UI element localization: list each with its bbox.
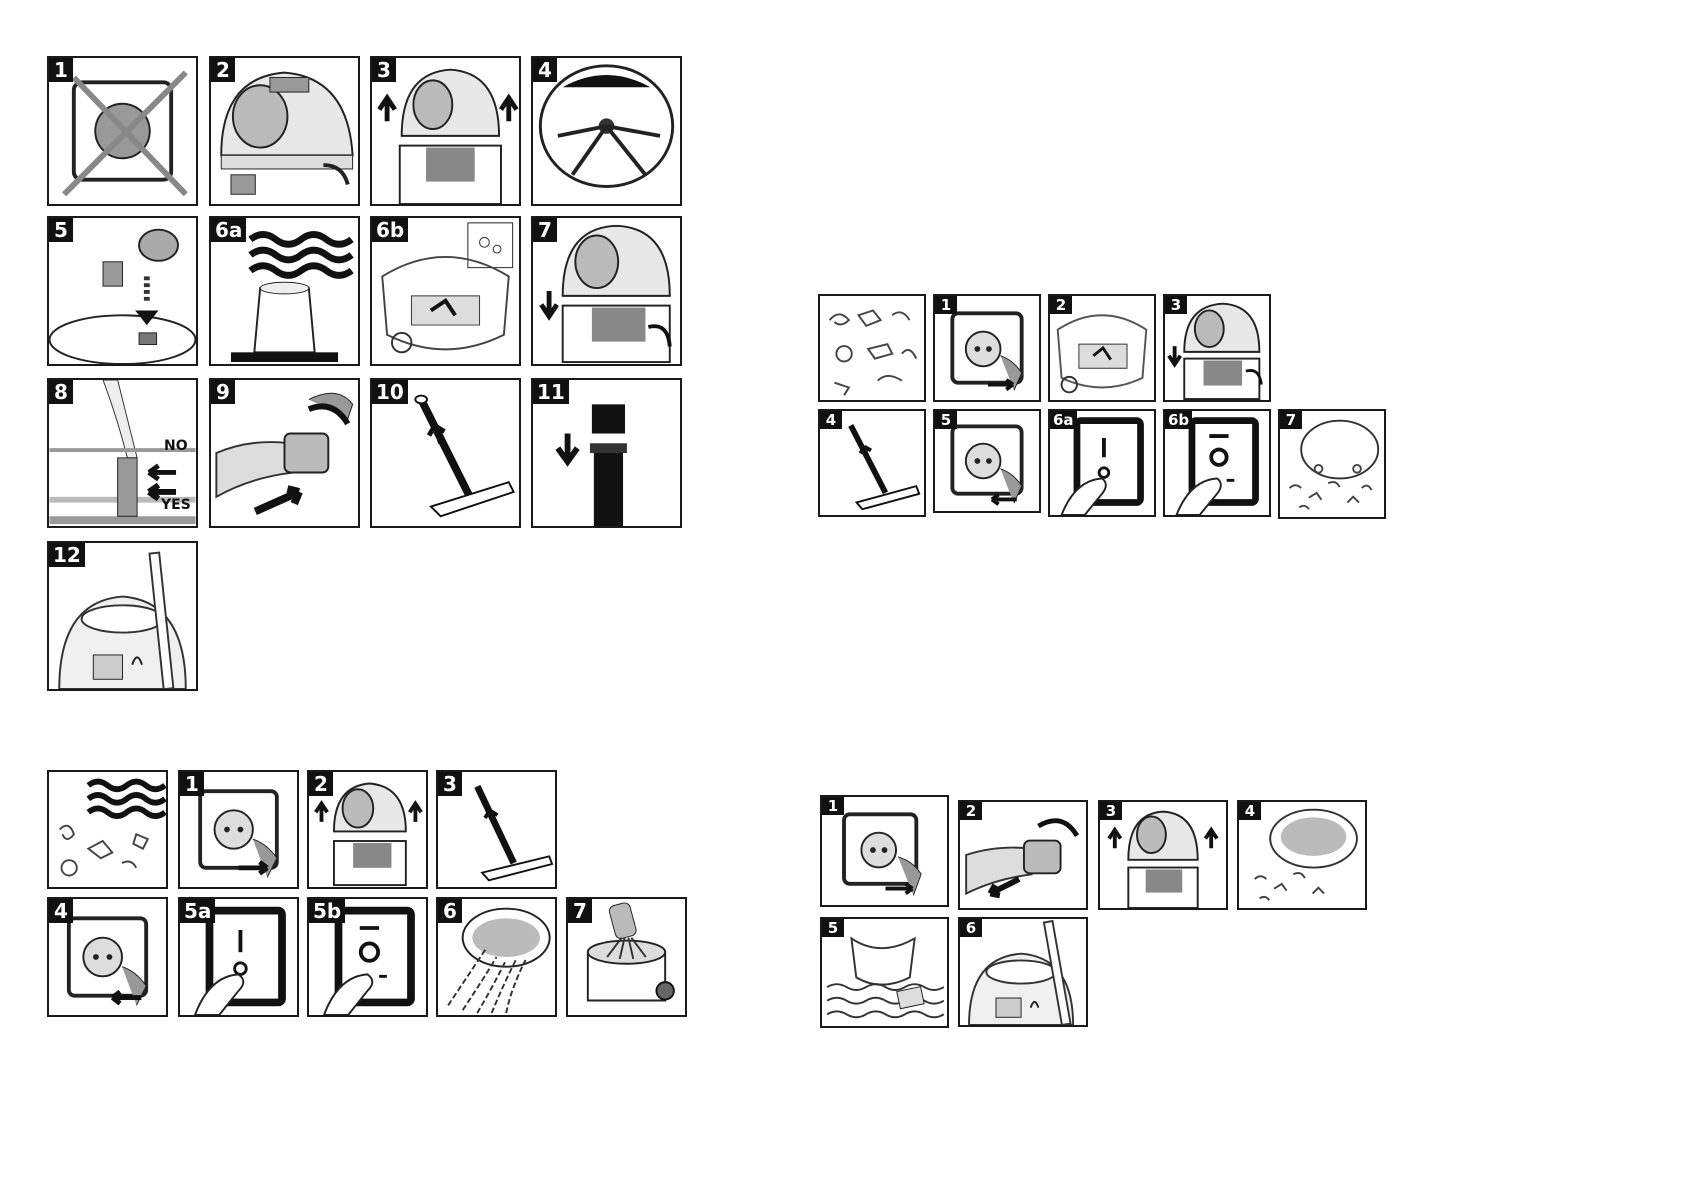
step-a-9: 9 bbox=[209, 378, 360, 528]
step-number: 2 bbox=[1050, 296, 1072, 314]
water-debris-icon bbox=[49, 772, 166, 887]
step-number: 5a bbox=[180, 899, 215, 923]
step-d-5: 5 bbox=[820, 917, 949, 1028]
step-number: 10 bbox=[372, 380, 408, 404]
step-number: 7 bbox=[568, 899, 592, 923]
step-number: 4 bbox=[1239, 802, 1261, 820]
step-b-5b: 5b bbox=[307, 897, 428, 1017]
debris-icon bbox=[820, 296, 924, 400]
yes-label: YES bbox=[161, 497, 191, 513]
step-number: 1 bbox=[180, 772, 204, 796]
step-c-6a: 6a bbox=[1048, 409, 1156, 517]
step-number: 1 bbox=[49, 58, 73, 82]
step-b-2: 2 bbox=[307, 770, 428, 889]
step-d-4: 4 bbox=[1237, 800, 1367, 910]
step-number: 6b bbox=[1165, 411, 1192, 429]
step-c-6b: 6b bbox=[1163, 409, 1271, 517]
step-b-4: 4 bbox=[47, 897, 168, 1017]
step-number: 5 bbox=[935, 411, 957, 429]
step-number: 5 bbox=[822, 919, 844, 937]
step-number: 1 bbox=[822, 797, 844, 815]
step-a-12: 12 bbox=[47, 541, 198, 691]
step-a-6b: 6b bbox=[370, 216, 521, 366]
step-c-intro bbox=[818, 294, 926, 402]
step-b-3: 3 bbox=[436, 770, 557, 889]
step-a-4: 4 bbox=[531, 56, 682, 206]
step-c-4: 4 bbox=[818, 409, 926, 517]
step-number: 5b bbox=[309, 899, 345, 923]
step-d-3: 3 bbox=[1098, 800, 1228, 910]
step-number: 5 bbox=[49, 218, 73, 242]
step-b-intro bbox=[47, 770, 168, 889]
step-number: 4 bbox=[49, 899, 73, 923]
step-c-3: 3 bbox=[1163, 294, 1271, 402]
step-a-3: 3 bbox=[370, 56, 521, 206]
step-a-6a: 6a bbox=[209, 216, 360, 366]
step-number: 7 bbox=[1280, 411, 1302, 429]
step-a-2: 2 bbox=[209, 56, 360, 206]
step-number: 6b bbox=[372, 218, 408, 242]
step-number: 2 bbox=[309, 772, 333, 796]
step-a-7: 7 bbox=[531, 216, 682, 366]
step-number: 3 bbox=[1100, 802, 1122, 820]
step-number: 9 bbox=[211, 380, 235, 404]
step-d-2: 2 bbox=[958, 800, 1088, 910]
step-number: 3 bbox=[372, 58, 396, 82]
step-b-1: 1 bbox=[178, 770, 299, 889]
step-number: 6a bbox=[211, 218, 246, 242]
step-number: 4 bbox=[533, 58, 557, 82]
step-number: 2 bbox=[960, 802, 982, 820]
step-number: 6 bbox=[960, 919, 982, 937]
step-b-7: 7 bbox=[566, 897, 687, 1017]
step-c-7: 7 bbox=[1278, 409, 1386, 519]
step-number: 2 bbox=[211, 58, 235, 82]
step-number: 8 bbox=[49, 380, 73, 404]
step-d-6: 6 bbox=[958, 917, 1088, 1027]
step-a-10: 10 bbox=[370, 378, 521, 528]
step-number: 3 bbox=[438, 772, 462, 796]
step-b-6: 6 bbox=[436, 897, 557, 1017]
step-number: 7 bbox=[533, 218, 557, 242]
step-c-1: 1 bbox=[933, 294, 1041, 402]
step-number: 1 bbox=[935, 296, 957, 314]
step-number: 6a bbox=[1050, 411, 1077, 429]
no-label: NO bbox=[164, 438, 188, 454]
step-number: 4 bbox=[820, 411, 842, 429]
step-d-1: 1 bbox=[820, 795, 949, 907]
step-b-5a: 5a bbox=[178, 897, 299, 1017]
step-a-1: 1 bbox=[47, 56, 198, 206]
step-c-5: 5 bbox=[933, 409, 1041, 513]
step-number: 12 bbox=[49, 543, 85, 567]
step-c-2: 2 bbox=[1048, 294, 1156, 402]
step-a-11: 11 bbox=[531, 378, 682, 528]
step-number: 11 bbox=[533, 380, 569, 404]
step-number: 3 bbox=[1165, 296, 1187, 314]
step-number: 6 bbox=[438, 899, 462, 923]
step-a-5: 5 bbox=[47, 216, 198, 366]
step-a-8: 8 NO YES bbox=[47, 378, 198, 528]
